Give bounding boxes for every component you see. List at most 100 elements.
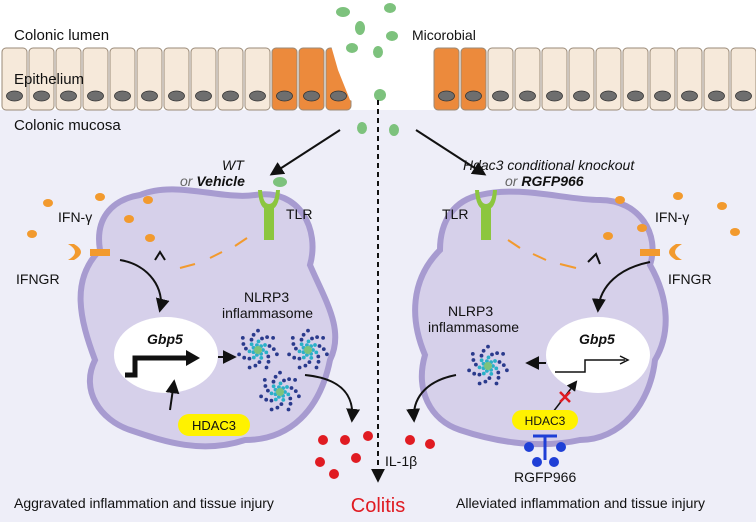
inflammasome-label-right: inflammasome [428,319,519,335]
cell-nucleus [627,90,644,102]
tlr-receptor-left [258,190,280,240]
gbp5-gene-left [114,317,218,393]
cell-nucleus [465,90,482,102]
microbe-icon [386,31,398,41]
promoter-arrow-weak [555,359,625,373]
knockout-label: Hdac3 conditional knockout [463,157,635,173]
ifngr-receptor-right [640,244,682,260]
ifngr-receptor-left [68,244,110,260]
il1b-molecules [315,431,435,479]
cell-nucleus [573,90,590,102]
cell-nucleus [6,90,23,102]
tlr-receptor-right [475,190,497,240]
blocked-x-icon [559,391,571,403]
microbe-icon [346,43,358,53]
microbe-icon [389,124,399,136]
membrane-signal-left [179,237,248,269]
epithelium-layer [1,47,756,111]
release-chevron-left [154,250,166,261]
ifn-gamma-label-right: IFN-γ [655,209,689,225]
inflammasome-complexes [237,328,509,412]
il1b-label: IL-1β [385,453,417,469]
nlrp3-inflammasome-icon [259,370,301,412]
arrow-ifngr-to-gbp5-right [591,261,651,313]
microbes [273,3,399,187]
microbe-icon [355,21,365,35]
microbe-icon [336,7,350,17]
ifngr-label-left: IFNGR [16,271,60,287]
cell-nucleus [114,90,131,102]
gbp5-label-right: Gbp5 [579,331,615,347]
cell-nucleus [654,90,671,102]
arrow-nlrp3-to-il1b-right [406,374,457,423]
ifngr-label-right: IFNGR [668,271,712,287]
hdac3-label-left: HDAC3 [192,418,236,433]
left-caption: Aggravated inflammation and tissue injur… [14,495,274,511]
inflammasome-label-left: inflammasome [222,305,313,321]
colonic-mucosa-label: Colonic mucosa [14,117,121,134]
promoter-arrow-active [125,355,188,378]
gbp5-label-left: Gbp5 [147,331,183,347]
microbial-label: Micorobial [412,27,476,43]
cell-nucleus [735,90,752,102]
nlrp3-inflammasome-icon [287,328,329,370]
nlrp3-inflammasome-icon [467,344,509,386]
cell-nucleus [141,90,158,102]
arrow-nlrp3-to-il1b-left [304,374,361,423]
cell-nucleus [33,90,50,102]
colitis-label: Colitis [351,495,405,517]
hdac3-label-right: HDAC3 [525,414,566,428]
microbe-icon [273,177,287,187]
nlrp3-inflammasome-icon [237,328,279,370]
cell-nucleus [222,90,239,102]
ifn-gamma-right [603,192,740,240]
release-chevron-right [587,252,601,265]
cell-nucleus [600,90,617,102]
wt-or-vehicle: or Vehicle [180,173,245,189]
cell-nucleus [519,90,536,102]
epithelium-label: Epithelium [14,71,84,88]
promoter-arrowhead-active [186,350,200,366]
arrow-hdac3-to-gbp5 [165,379,180,411]
cell-nucleus [438,90,455,102]
arrow-ifngr-to-gbp5-left [119,259,170,313]
right-caption: Alleviated inflammation and tissue injur… [456,495,705,511]
tlr-label-right: TLR [442,206,468,222]
membrane-signal-right [507,239,577,269]
arrow-to-wt [269,129,341,176]
microbe-icon [384,3,396,13]
cell-nucleus [546,90,563,102]
colonic-lumen-label: Colonic lumen [14,27,109,44]
gbp5-gene-right [546,317,650,393]
cell-nucleus [60,90,77,102]
hdac3-badge-right [512,410,578,430]
microbe-icon [374,89,386,101]
hdac3-badge-left [178,414,250,436]
cell-nucleus [303,90,320,102]
cell-nucleus [708,90,725,102]
ko-or-drug: or RGFP966 [505,173,584,189]
promoter-arrowhead-weak [619,355,630,365]
wt-label: WT [222,157,245,173]
cell-nucleus [492,90,509,102]
cell-nucleus [87,90,104,102]
cell-nucleus [168,90,185,102]
ifn-gamma-left [27,193,155,242]
ifn-gamma-label-left: IFN-γ [58,209,92,225]
cell-nucleus [249,90,266,102]
epithelial-damage-gap [330,18,420,110]
cell-nucleus [681,90,698,102]
microbe-icon [357,122,367,134]
cell-nucleus [195,90,212,102]
arrow-to-knockout [415,129,487,176]
microbe-icon [373,46,383,58]
cell-nucleus [330,90,347,102]
tlr-label-left: TLR [286,206,312,222]
cell-nucleus [276,90,293,102]
nlrp3-label-left: NLRP3 [244,289,289,305]
rgfp966-label: RGFP966 [514,469,576,485]
nlrp3-label-right: NLRP3 [448,303,493,319]
rgfp966-inhibitor [524,434,566,467]
